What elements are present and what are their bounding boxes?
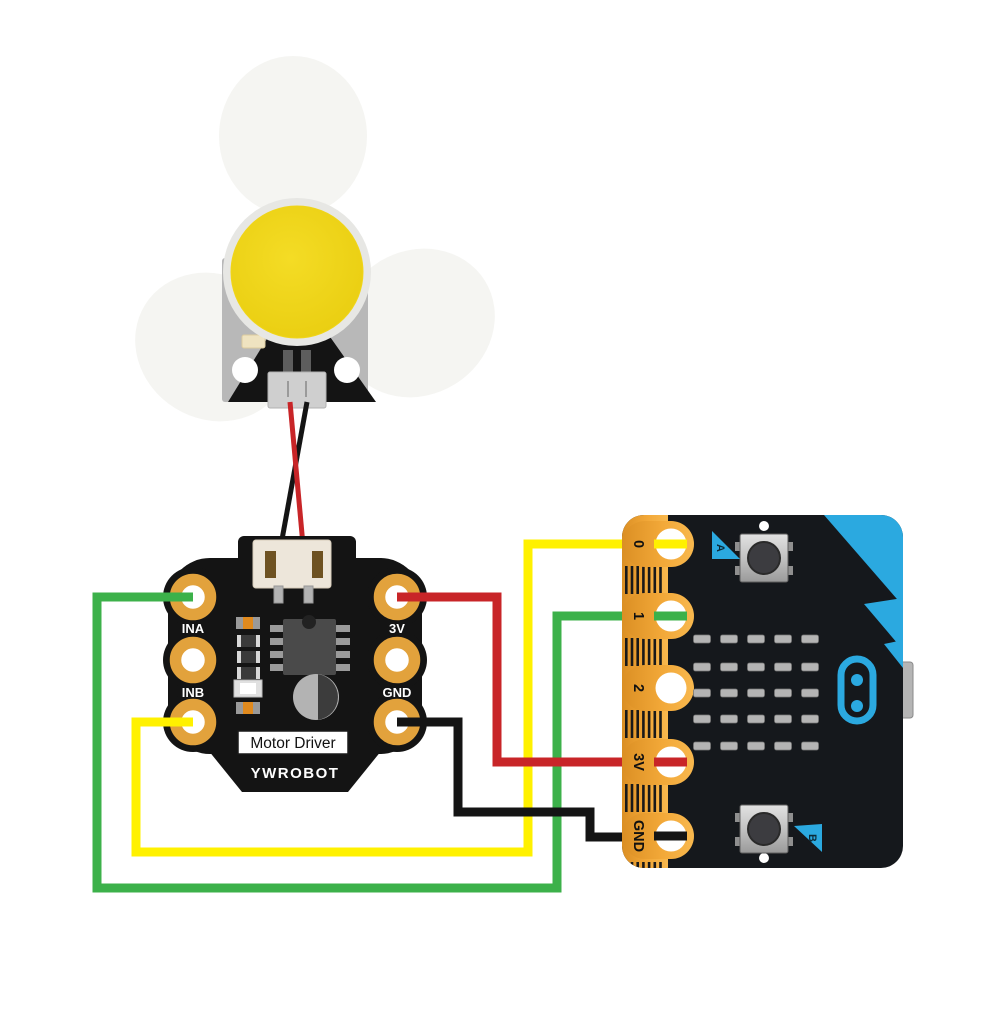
led xyxy=(747,714,765,724)
led xyxy=(774,741,792,751)
led xyxy=(774,714,792,724)
fan-wire-red xyxy=(287,401,306,546)
pin-label: 0 xyxy=(630,540,646,548)
mount-hole-top xyxy=(759,521,769,531)
microbit-logo-capsule xyxy=(837,655,877,725)
button-a-marker: A xyxy=(712,531,740,559)
edge-connector-fingers xyxy=(625,566,662,868)
driver-name-box xyxy=(237,730,349,755)
led xyxy=(693,662,711,672)
wire-red-3v xyxy=(397,592,686,767)
jst-slot xyxy=(312,551,323,578)
fan-module xyxy=(135,56,495,422)
driver-brand-logo: YWROBOT xyxy=(251,765,340,782)
button-a xyxy=(735,533,793,583)
driver-pad-right-mid xyxy=(373,636,421,684)
led xyxy=(774,688,792,698)
led xyxy=(693,741,711,751)
wire-yellow-pin0-to-inb xyxy=(131,539,686,857)
led xyxy=(774,634,792,644)
led xyxy=(720,634,738,644)
driver-pad-left-mid xyxy=(169,636,217,684)
microbit-pin-2: 2 xyxy=(622,665,694,711)
pin-label: 3V xyxy=(630,753,646,771)
led xyxy=(801,714,819,724)
driver-label-gnd: GND xyxy=(383,685,412,700)
pin-label: 2 xyxy=(630,684,646,692)
fan-blade-right xyxy=(339,248,495,398)
led xyxy=(720,662,738,672)
fan-hub xyxy=(230,205,364,339)
pin-hole xyxy=(655,672,687,704)
svg-text:B: B xyxy=(806,834,818,842)
led xyxy=(747,741,765,751)
fan-mount-hole-right xyxy=(334,357,360,383)
fan-mount-hole-left xyxy=(232,357,258,383)
fan-connector-pin-right xyxy=(301,350,311,374)
led xyxy=(693,634,711,644)
fan-connector xyxy=(267,371,327,409)
jst-leg xyxy=(273,585,284,604)
wire-green-pin1-to-ina xyxy=(92,592,686,893)
driver-components xyxy=(233,615,350,720)
led xyxy=(720,741,738,751)
led xyxy=(801,688,819,698)
led xyxy=(801,741,819,751)
driver-label-inb: INB xyxy=(182,685,204,700)
button-b-marker: B xyxy=(794,824,822,852)
pin-label: GND xyxy=(630,820,646,852)
wires xyxy=(92,539,686,893)
led xyxy=(801,634,819,644)
button-b xyxy=(735,804,793,854)
button-b-cap xyxy=(747,812,781,846)
fan-connector-pin-left xyxy=(283,350,293,374)
wire-black-gnd xyxy=(397,717,686,842)
led xyxy=(747,634,765,644)
fan-smd-component xyxy=(241,334,266,349)
fan-motor-wires xyxy=(278,401,310,546)
microbit-board: 0 1 2 3V GND A B xyxy=(622,515,914,868)
led xyxy=(693,688,711,698)
led xyxy=(774,662,792,672)
led xyxy=(801,662,819,672)
motor-driver-module: INA INB 3V GND xyxy=(163,536,427,792)
fan-blade-top xyxy=(219,56,367,216)
driver-ic-chip xyxy=(270,615,350,675)
driver-motor-connector xyxy=(252,539,332,604)
driver-label-ina: INA xyxy=(182,621,205,636)
jst-slot xyxy=(265,551,276,578)
mount-hole-bottom xyxy=(759,853,769,863)
button-a-cap xyxy=(747,541,781,575)
led xyxy=(720,714,738,724)
driver-capacitor xyxy=(293,674,339,720)
led xyxy=(747,662,765,672)
driver-name-label: Motor Driver xyxy=(250,735,335,752)
pin-label: 1 xyxy=(630,612,646,620)
led xyxy=(747,688,765,698)
driver-label-3v: 3V xyxy=(389,621,405,636)
microbit-blue-corner xyxy=(824,515,903,668)
led-matrix xyxy=(693,634,819,751)
led xyxy=(720,688,738,698)
svg-text:A: A xyxy=(714,544,726,552)
wire-pad-overlays xyxy=(654,539,687,841)
jst-leg xyxy=(303,585,314,604)
led xyxy=(693,714,711,724)
